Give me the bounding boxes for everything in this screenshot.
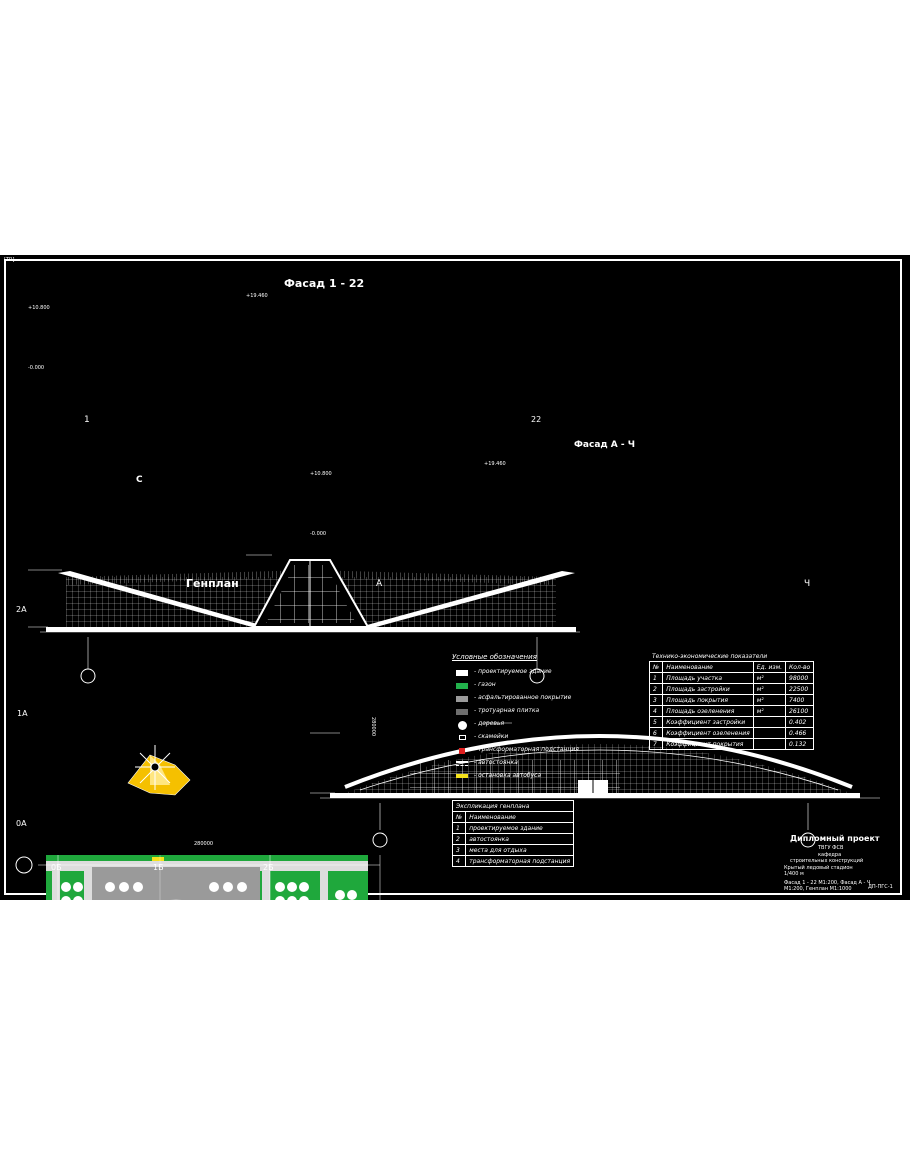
facade-2-elev-top: +19.460 [484, 461, 506, 467]
axis-0b: 0Б [51, 863, 62, 872]
stamp-project: Дипломный проект [790, 834, 880, 843]
stamp-contents-1: Фасад 1 - 22 М1:200, Фасад А - Ч [784, 880, 871, 886]
facade-1-elev-zero: -0.000 [28, 365, 45, 371]
drawing-svg [15, 554, 880, 900]
legend-item: - газон [452, 681, 652, 693]
sheet-frame [4, 259, 902, 895]
stamp-line2: ТВГУ ФСВ [818, 845, 844, 851]
facade-2-axis-left: А [376, 579, 383, 589]
stamp-code: ДП-ПГС-1 [868, 884, 893, 890]
bus-stop-symbol [456, 774, 468, 778]
facade-1-elev-left: +10.800 [28, 305, 50, 311]
drawing-sheet: [TR] [0, 255, 910, 900]
legend-item: - проектируемое здание [452, 668, 652, 680]
axis-2a: 2А [16, 605, 27, 614]
facade-1-axis-right: 22 [531, 415, 542, 424]
col-header: № [451, 811, 467, 823]
facade-a-ch-title: Фасад А - Ч [574, 440, 636, 450]
legend-item: - автостоянка [452, 759, 652, 771]
legend-item: - тротуарная плитка [452, 707, 652, 719]
stamp-sheet-sub: 1/400 м [784, 871, 804, 877]
transformer-symbol [459, 748, 465, 754]
axis-0a: 0А [16, 819, 27, 828]
col-header: Ед. изм. [752, 661, 787, 673]
facade-2-axis-right: Ч [804, 579, 811, 589]
genplan-title: Генплан [186, 577, 239, 590]
col-header: № [648, 661, 664, 673]
facade-1-axis-left: 1 [84, 415, 90, 425]
legend-item: - деревья [452, 720, 652, 732]
axis-2b: 2Б [263, 863, 274, 872]
facade-1-elev-top: +19.460 [246, 293, 268, 299]
facade-1-22 [28, 554, 580, 684]
legend-item: - асфальтированное покрытие [452, 694, 652, 706]
tep-title: Технико-экономические показатели [652, 653, 768, 660]
facade-2-elev-zero: -0.000 [310, 531, 327, 537]
legend-item: - трансформаторная подстанция [452, 746, 652, 758]
col-header: Наименование [465, 811, 575, 823]
legend-item: - остановка автобуса [452, 772, 652, 784]
explication-title: Экспликация генплана [451, 800, 575, 812]
table-title-row: Экспликация генплана [451, 800, 575, 812]
genplan-site [15, 855, 381, 900]
building-symbol [456, 670, 468, 676]
stamp-line4: строительных конструкций [790, 858, 864, 864]
bus-stop-mark [152, 857, 164, 861]
trees [61, 882, 357, 900]
lawn-symbol [456, 683, 468, 689]
facade-2-elev-left: +10.800 [310, 471, 332, 477]
table-header-row: № Наименование [451, 811, 575, 823]
stamp-sheet-title: Крытый ледовый стадион [784, 865, 853, 871]
legend-title: Условные обозначения [452, 653, 537, 661]
col-header: Наименование [662, 661, 754, 673]
paving-symbol [456, 709, 468, 715]
axis-1b: 1Б [153, 863, 164, 872]
table-header-row: № Наименование Ед. изм. Кол-во [648, 661, 815, 673]
genplan-dim-right: 280000 [370, 717, 376, 737]
tree-symbol [458, 721, 467, 730]
stamp-contents-2: М1:200, Генплан М1:1000 [784, 886, 852, 892]
parking-symbol [456, 761, 468, 766]
col-header: Кол-во [785, 661, 815, 673]
legend-item: - скамейки [452, 733, 652, 745]
legend: Условные обозначения - проектируемое зда… [452, 653, 652, 779]
bench-symbol [459, 735, 466, 740]
facade-a-ch [310, 722, 880, 848]
asphalt-symbol [456, 696, 468, 702]
facade-1-22-title: Фасад 1 - 22 [284, 277, 365, 290]
corner-tag: [TR] [4, 257, 15, 263]
axis-1a: 1А [17, 709, 28, 718]
compass-rose [127, 745, 191, 796]
compass-north-label: С [136, 475, 143, 485]
stamp-line3: кафедра [818, 852, 842, 858]
genplan-dim-bottom: 280000 [194, 841, 214, 847]
